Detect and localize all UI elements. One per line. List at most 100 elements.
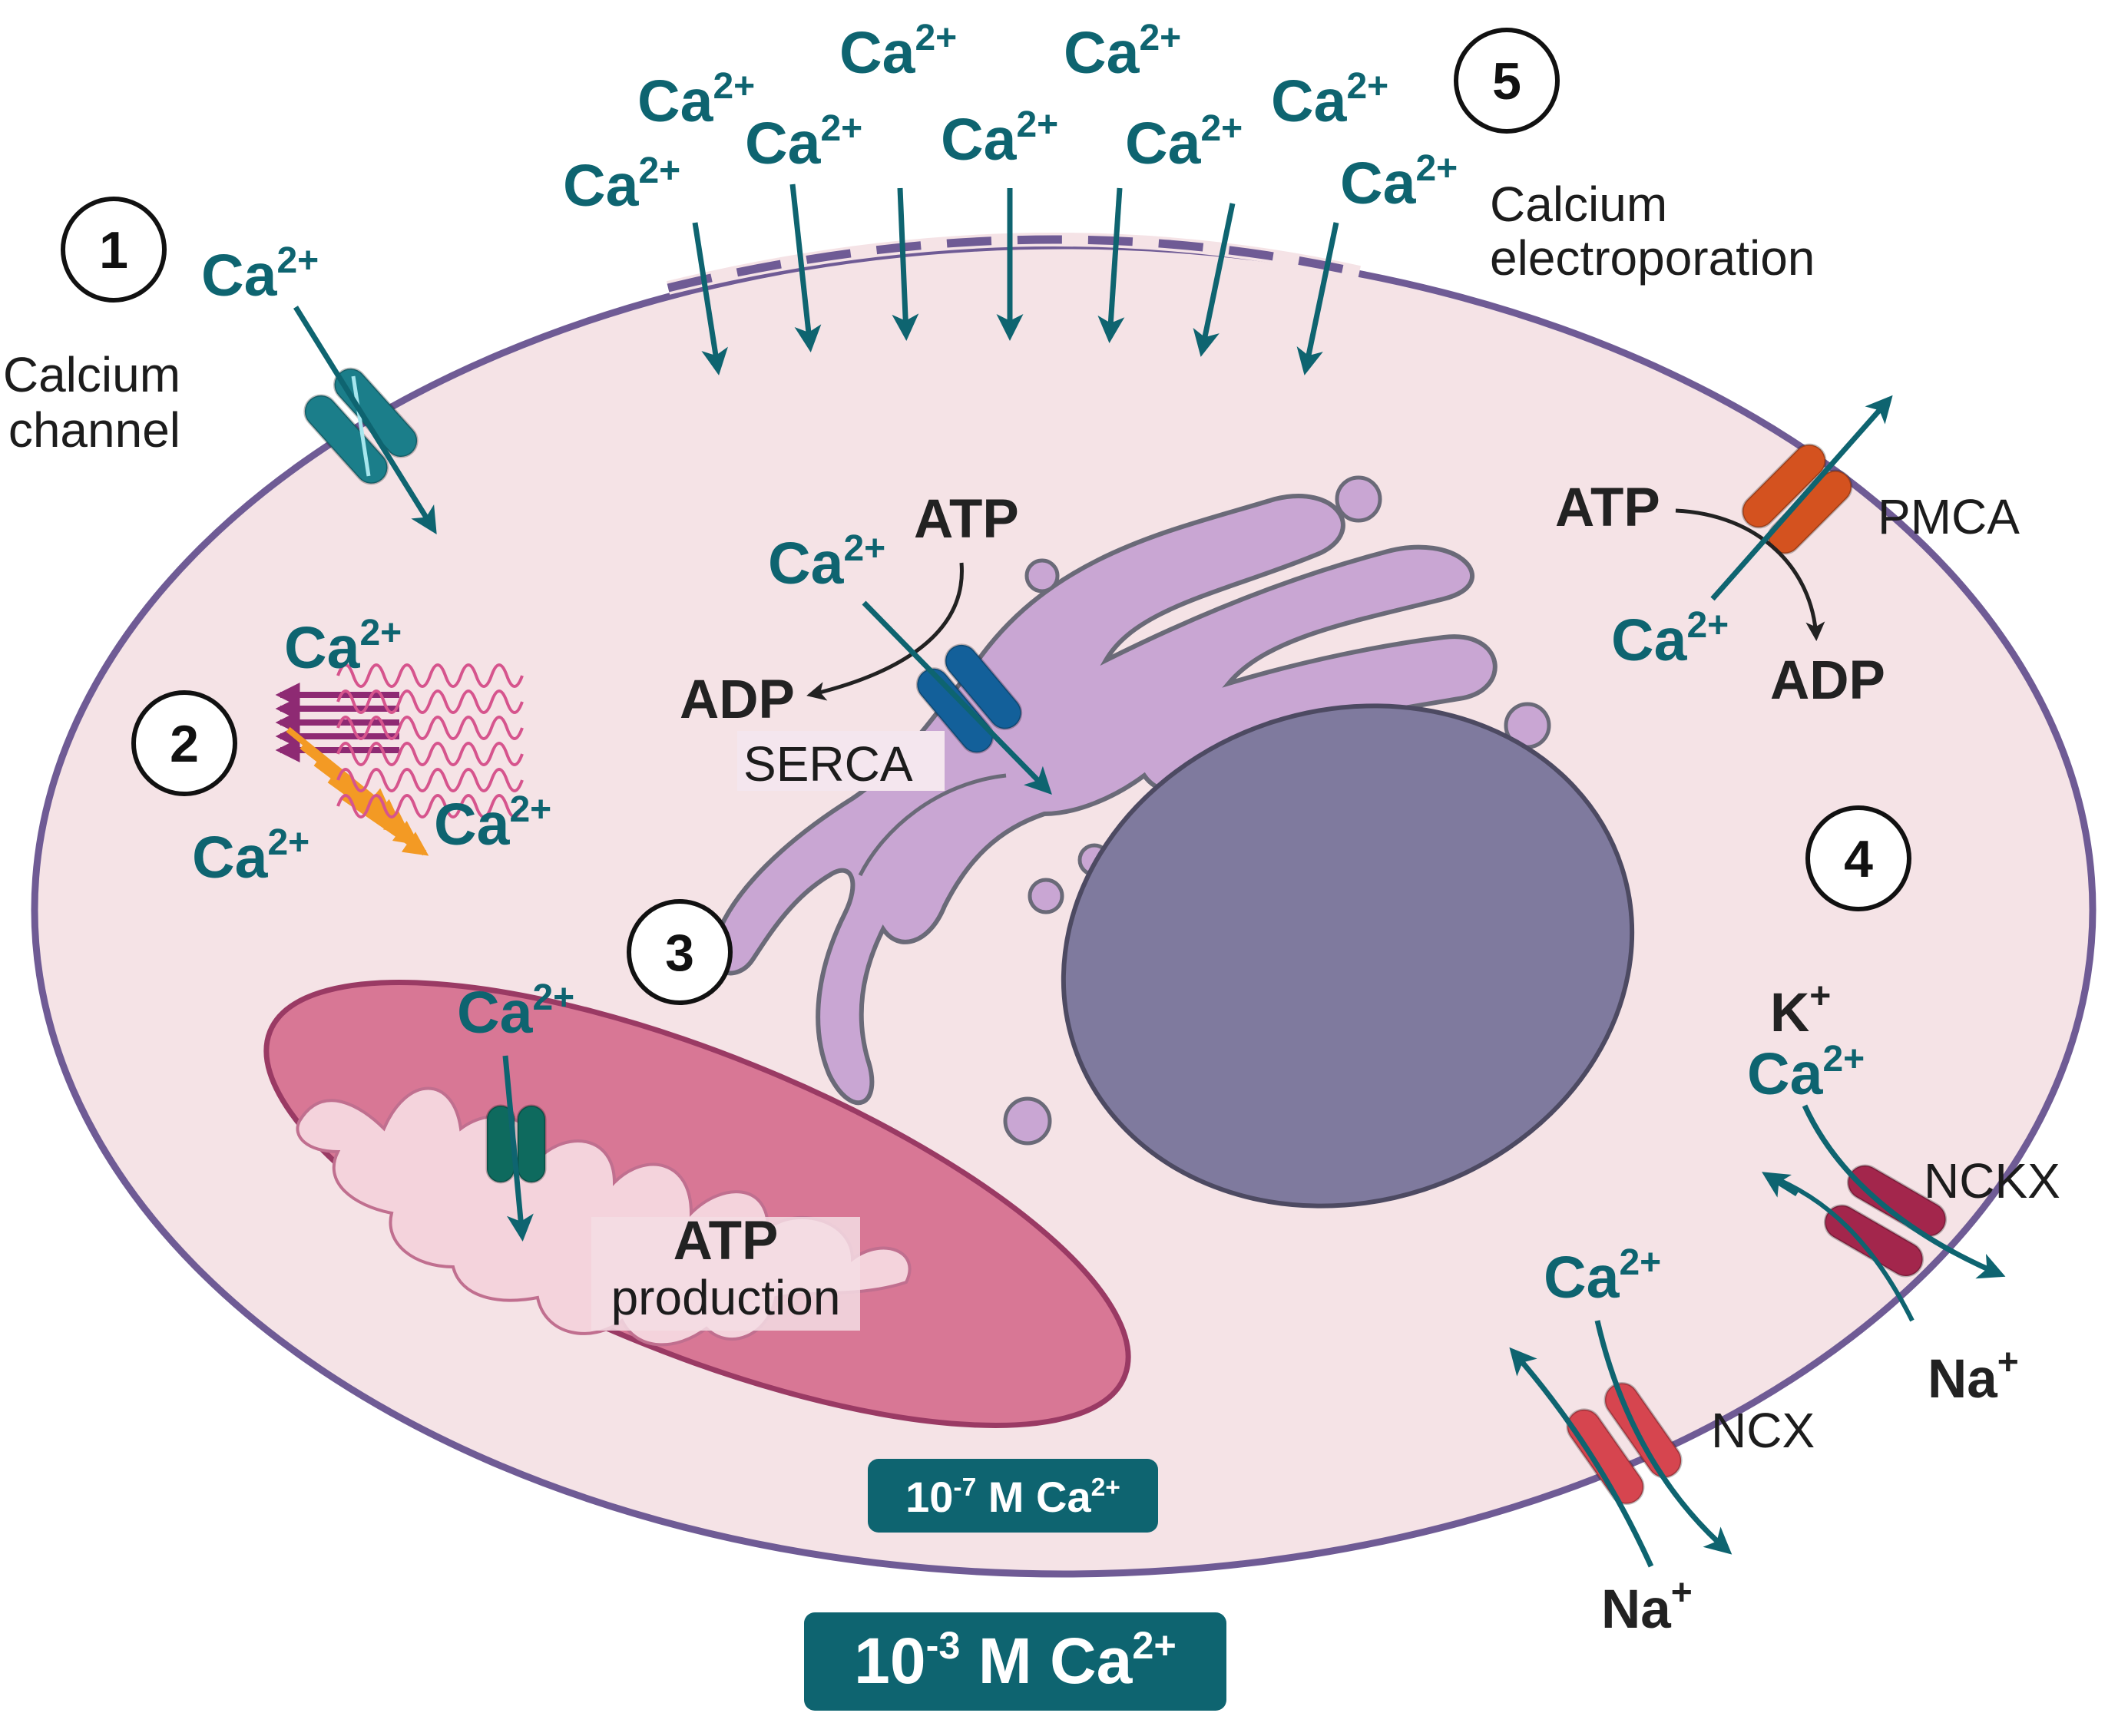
text-span: ADP <box>680 670 795 730</box>
serca-pump <box>915 643 1023 754</box>
nckx-arrow-head <box>1762 1172 1799 1198</box>
text-span: -3 <box>926 1623 961 1667</box>
text-span: NCX <box>1711 1403 1815 1458</box>
nckx-exchanger-subunit <box>1823 1204 1924 1278</box>
text-span: electroporation <box>1490 230 1815 286</box>
serca-label-bg <box>737 731 945 791</box>
atp-hydrolysis-arrow <box>806 562 964 701</box>
text-span: 10 <box>854 1625 925 1697</box>
mitochondrial-uniporter-subunit <box>516 1104 547 1184</box>
adp-label: ADP <box>1770 650 1885 711</box>
electroporation-arrow <box>1097 187 1125 343</box>
calcium-ion: Ca2+ <box>201 240 319 309</box>
text-span: production <box>611 1270 841 1325</box>
nckx-outward-arrow <box>1802 1104 2006 1279</box>
calcium-ion: Ca2+ <box>284 613 402 681</box>
pmca-efflux-arrow <box>1710 395 1893 601</box>
text-span: 2+ <box>1200 108 1243 149</box>
text-span: Ca <box>1340 150 1417 217</box>
beta-strand <box>327 777 420 845</box>
channel-pore <box>351 375 371 477</box>
text-span: Ca <box>201 243 278 309</box>
text-span: 2+ <box>1686 605 1729 646</box>
text-span: ADP <box>1770 650 1885 711</box>
text-span: Ca <box>563 153 640 219</box>
text-span: PMCA <box>1878 489 2020 544</box>
ncx-outward-arrow <box>1594 1320 1733 1555</box>
calcium-ion: Ca2+ <box>1747 1039 1865 1107</box>
text-span: Na <box>1928 1349 1997 1410</box>
step-number: 3 <box>665 924 694 982</box>
step-number: 1 <box>99 221 128 279</box>
text-span: 2+ <box>843 528 885 569</box>
mitochondrial-uniporter <box>485 1104 547 1184</box>
intracellular-concentration: 10-7 M Ca2+ <box>905 1473 1120 1521</box>
er-vesicle <box>1028 878 1064 914</box>
electroporation-arrow <box>1296 222 1339 375</box>
ncx-exchanger-subunit <box>1566 1408 1645 1506</box>
electroporation-arrow <box>892 187 919 341</box>
text-span: M Ca <box>960 1625 1133 1697</box>
text-span: ATP <box>914 489 1019 550</box>
calcium-ion: Ca2+ <box>563 150 680 219</box>
text-span: 2+ <box>713 66 755 107</box>
calcium-ion: Ca2+ <box>637 66 755 134</box>
text-span: Ca <box>1611 607 1688 673</box>
calcium-ion: Ca2+ <box>1125 108 1243 177</box>
sodium-ion: Na+ <box>1928 1342 2019 1410</box>
text-span: ATP <box>673 1211 779 1271</box>
text-span: 2+ <box>359 613 402 653</box>
text-span: + <box>1809 976 1831 1017</box>
beta-strand <box>286 726 392 814</box>
calcium-ion: Ca2+ <box>768 528 885 597</box>
er-vesicle <box>1335 475 1382 523</box>
atp-production-label: production <box>611 1270 841 1325</box>
text-span: 2+ <box>1139 18 1181 58</box>
serca-label: SERCA <box>743 736 913 792</box>
text-span: 2+ <box>532 977 574 1018</box>
text-span: Ca <box>637 68 714 134</box>
text-span: 2+ <box>1415 148 1458 189</box>
text-span: Na <box>1601 1579 1671 1640</box>
electroporation-arrow <box>692 222 728 375</box>
electroporation-arrow <box>789 184 822 352</box>
atp-production-label: ATP <box>673 1211 779 1271</box>
calcium-influx-arrow <box>293 306 437 534</box>
text-span: 2+ <box>509 789 551 830</box>
intracellular-concentration-bg <box>868 1459 1158 1533</box>
text-span: 2+ <box>1822 1039 1865 1080</box>
calcium-ion: Ca2+ <box>1611 605 1729 673</box>
text-span: 2+ <box>1346 66 1388 107</box>
ncx-label: NCX <box>1711 1403 1815 1458</box>
pmca-label: PMCA <box>1878 489 2020 544</box>
text-span: Ca <box>284 615 361 681</box>
text-span: 2+ <box>1132 1623 1176 1667</box>
text-span: NCKX <box>1924 1153 2060 1209</box>
text-span: M Ca <box>976 1473 1091 1521</box>
text-span: Ca <box>1747 1041 1824 1107</box>
text-span: 4 <box>1844 830 1873 888</box>
text-span: 1 <box>99 221 128 279</box>
calcium-ion: Ca2+ <box>1064 18 1181 86</box>
step-number-circle <box>627 899 733 1005</box>
text-span: -7 <box>953 1473 976 1502</box>
text-span: ATP <box>1555 478 1660 538</box>
beta-strand <box>341 794 429 856</box>
calcium-ion: Ca2+ <box>192 822 309 891</box>
nucleus <box>1061 703 1635 1209</box>
text-span: 2+ <box>1091 1473 1120 1502</box>
step-number-circle <box>61 197 167 303</box>
text-span: Calcium <box>3 347 180 402</box>
electroporation-label: Calcium <box>1490 177 1667 232</box>
text-span: Ca <box>1544 1245 1620 1311</box>
extracellular-concentration: 10-3 M Ca2+ <box>854 1623 1177 1697</box>
text-span: 2+ <box>1619 1242 1661 1283</box>
text-span: + <box>1671 1572 1693 1613</box>
ncx-inward-arrow <box>1509 1347 1654 1568</box>
extracellular-concentration-bg <box>804 1612 1226 1711</box>
text-span: 2 <box>170 715 199 773</box>
text-span: Ca <box>1125 111 1202 177</box>
text-span: Ca <box>839 20 916 86</box>
calcium-channel-label: channel <box>8 402 180 458</box>
text-span: Ca <box>434 792 511 858</box>
